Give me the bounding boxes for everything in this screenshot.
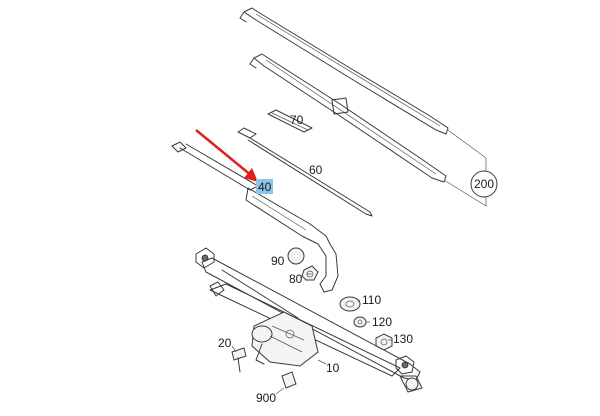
label-200: 200	[474, 177, 494, 191]
part-900-clip	[281, 371, 297, 389]
wiper-arm	[171, 141, 339, 293]
wiper-linkage	[195, 247, 423, 393]
label-60: 60	[309, 163, 323, 177]
label-120: 120	[372, 315, 392, 329]
wiper-blade-lower	[249, 53, 447, 183]
leader-lines	[231, 273, 392, 395]
label-10: 10	[326, 361, 340, 375]
part-80-nut	[301, 265, 319, 281]
label-20: 20	[218, 336, 232, 350]
part-90-cap	[287, 247, 305, 265]
label-80: 80	[289, 272, 303, 286]
wiper-blade-upper	[239, 7, 449, 135]
pointer-arrow	[195, 129, 258, 182]
label-90: 90	[271, 254, 285, 268]
label-70: 70	[290, 113, 304, 127]
label-130: 130	[393, 332, 413, 346]
label-40: 40	[258, 180, 272, 194]
part-120-washer	[353, 316, 367, 328]
wiper-motor	[251, 311, 319, 367]
part-110-washer	[339, 296, 361, 312]
label-40-highlight	[256, 179, 273, 194]
part-70-insert	[267, 109, 313, 133]
label-900: 900	[256, 391, 276, 405]
label-200-circle	[470, 170, 498, 198]
part-60-strip	[237, 127, 373, 217]
part-20-bolt	[231, 347, 247, 373]
label-110: 110	[362, 293, 381, 307]
